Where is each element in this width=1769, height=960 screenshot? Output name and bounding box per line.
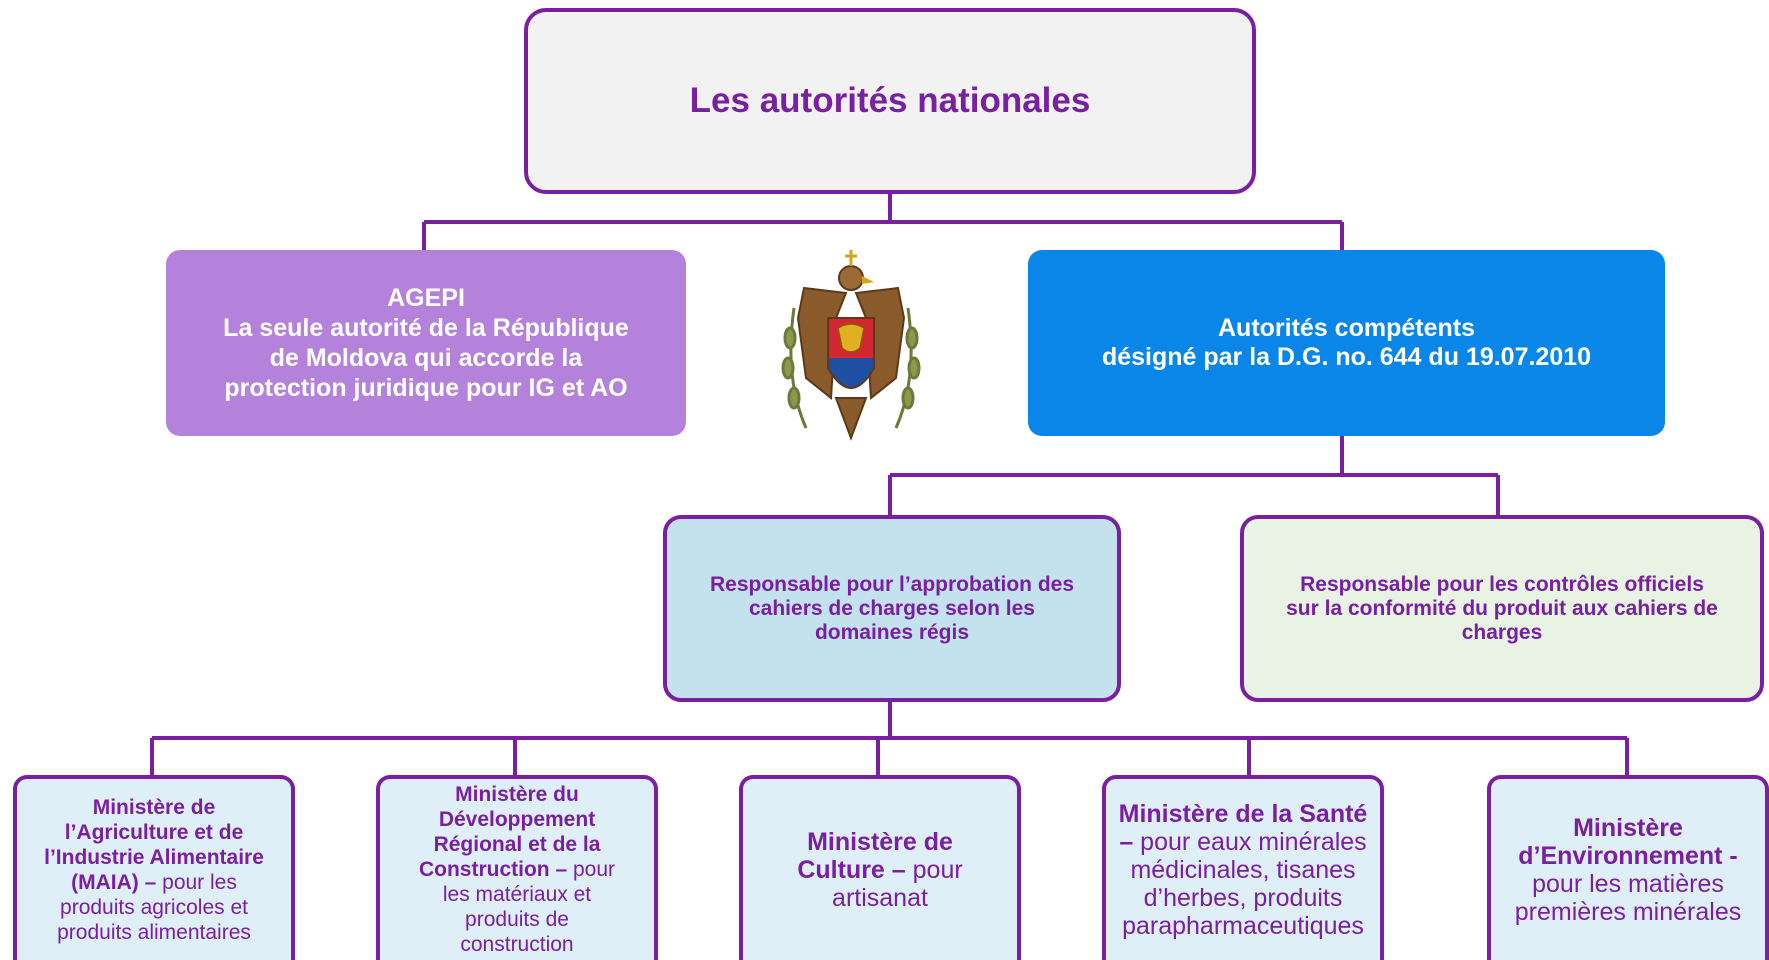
ministry-health-box: Ministère de la Santé – pour eaux minéra… — [1102, 775, 1384, 960]
ministry-scope: parapharmaceutiques — [1122, 911, 1364, 940]
ministry-environment-box: Ministère d’Environnement - pour les mat… — [1487, 775, 1769, 960]
ministry-name: Construction – — [418, 858, 568, 881]
controls-responsibility-box: Responsable pour les contrôles officiels… — [1240, 515, 1764, 702]
ministry-name: Ministère de — [807, 827, 953, 856]
shield-bottom — [828, 358, 874, 388]
ministry-scope: produits alimentaires — [57, 920, 251, 944]
ministry-name: Ministère — [1573, 813, 1683, 842]
ministry-scope: pour les — [156, 870, 237, 894]
ministry-scope: artisanat — [832, 883, 928, 912]
ministry-scope: les matériaux et — [442, 883, 592, 906]
eagle-head — [838, 265, 864, 291]
ministry-name: Ministère de — [92, 795, 216, 819]
agepi-line: protection juridique pour IG et AO — [224, 374, 628, 402]
approval-line: domaines régis — [814, 620, 970, 644]
approval-line: cahiers de charges selon les — [749, 596, 1035, 620]
eagle-beak — [862, 276, 874, 284]
ministry-scope: d’herbes, produits — [1143, 883, 1343, 912]
olive-branch-left — [781, 307, 808, 429]
agepi-line: La seule autorité de la République — [223, 314, 629, 342]
moldova-coat-of-arms-icon — [781, 250, 921, 441]
diagram-title: Les autorités nationales — [689, 81, 1091, 120]
cross — [845, 250, 857, 266]
ministry-scope: pour — [567, 858, 616, 881]
shield-outline — [827, 317, 875, 389]
ministry-name: – — [1119, 827, 1134, 856]
controls-line: Responsable pour les contrôles officiels — [1300, 572, 1704, 596]
ministry-name: Ministère du — [455, 783, 579, 806]
connector-approval-to-ministries — [150, 702, 1629, 775]
agepi-line: de Moldova qui accorde la — [269, 344, 583, 372]
ministry-name: Développement — [438, 808, 596, 831]
ministry-scope: produits de — [465, 908, 569, 931]
competents-line: Autorités compétents — [1218, 314, 1475, 342]
approval-responsibility-box: Responsable pour l’approbation des cahie… — [663, 515, 1121, 702]
ministry-name: d’Environnement - — [1518, 841, 1738, 870]
competents-line: désigné par la D.G. no. 644 du 19.07.201… — [1101, 343, 1592, 371]
ministry-scope: construction — [460, 933, 574, 956]
ministry-culture-box: Ministère de Culture – pour artisanat — [739, 775, 1021, 960]
approval-line: Responsable pour l’approbation des — [709, 572, 1075, 596]
controls-line: charges — [1461, 620, 1543, 644]
connector-competents-to-responsibilities — [888, 436, 1500, 515]
controls-line: sur la conformité du produit aux cahiers… — [1286, 596, 1718, 620]
ministry-scope: pour — [905, 855, 963, 884]
ministry-scope: produits agricoles et — [60, 895, 248, 919]
ministry-development-box: Ministère du Développement Régional et d… — [376, 775, 658, 960]
connector-title-to-branches — [422, 194, 1344, 250]
olive-branch-right — [894, 307, 921, 429]
ministry-name: Régional et de la — [433, 833, 601, 856]
ministry-scope: pour les matières — [1532, 869, 1724, 898]
ministry-name: l’Agriculture et de — [64, 820, 244, 844]
national-authorities-box: Les autorités nationales — [524, 8, 1256, 194]
ministry-scope: médicinales, tisanes — [1130, 855, 1356, 884]
ministry-agriculture-box: Ministère de l’Agriculture et de l’Indus… — [13, 775, 295, 960]
ministry-name: Ministère de la Santé — [1118, 799, 1368, 828]
tail — [834, 397, 868, 441]
agepi-line: AGEPI — [387, 284, 465, 312]
ministry-name: l’Industrie Alimentaire — [44, 845, 264, 869]
agepi-box: AGEPI La seule autorité de la République… — [166, 250, 686, 436]
ministry-scope: pour eaux minérales — [1133, 827, 1367, 856]
ministry-name: (MAIA) – — [71, 870, 157, 894]
aurochs-head — [837, 323, 865, 353]
competent-authorities-box: Autorités compétents désigné par la D.G.… — [1028, 250, 1665, 436]
ministry-scope: premières minérales — [1514, 897, 1742, 926]
ministry-name: Culture – — [797, 855, 906, 884]
